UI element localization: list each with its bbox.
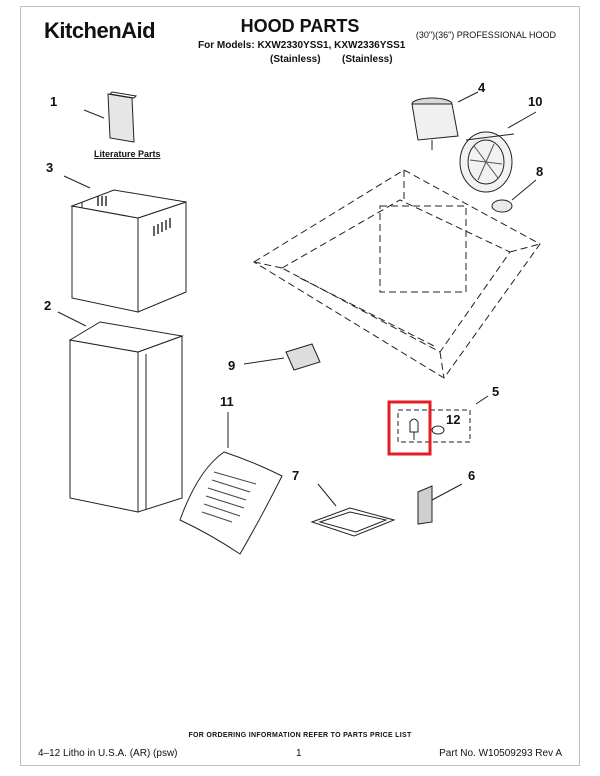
callout-7: 7 xyxy=(292,468,299,483)
mounting-bracket[interactable] xyxy=(417,483,463,525)
ordering-note: FOR ORDERING INFORMATION REFER TO PARTS … xyxy=(188,732,412,739)
page-title: HOOD PARTS xyxy=(240,16,360,36)
callout-1: 1 xyxy=(50,94,57,109)
grease-filter[interactable] xyxy=(310,483,396,537)
duct-transition[interactable] xyxy=(411,91,479,150)
callout-4: 4 xyxy=(478,80,486,95)
light-bulb[interactable] xyxy=(491,179,537,213)
literature-parts-booklet[interactable] xyxy=(83,91,138,143)
part-number: Part No. W10509293 Rev A xyxy=(439,748,562,759)
hood-type: (30")(36") PROFESSIONAL HOOD xyxy=(415,30,556,40)
callout-9: 9 xyxy=(228,358,235,373)
brand-logo: KitchenAid xyxy=(44,18,156,43)
callout-11: 11 xyxy=(220,394,234,409)
callout-12: 12 xyxy=(446,412,460,427)
callout-5: 5 xyxy=(492,384,499,399)
litho-info: 4–12 Litho in U.S.A. (AR) (psw) xyxy=(38,748,178,759)
callout-2: 2 xyxy=(44,298,51,313)
blower-assembly[interactable] xyxy=(459,111,537,193)
highlight-box xyxy=(387,400,432,456)
light-assembly-group[interactable] xyxy=(397,395,489,443)
lower-duct-cover[interactable] xyxy=(57,311,184,513)
upper-duct-cover[interactable] xyxy=(63,175,187,313)
literature-parts-label: Literature Parts xyxy=(94,149,161,159)
callout-8: 8 xyxy=(536,164,543,179)
callout-3: 3 xyxy=(46,160,53,175)
installation-sheet[interactable] xyxy=(179,412,283,555)
model-numbers: For Models: KXW2330YSS1, KXW2336YSS1 xyxy=(198,40,406,51)
callout-10: 10 xyxy=(528,94,542,109)
page-frame xyxy=(20,6,580,766)
hood-canopy xyxy=(253,169,541,379)
page-number: 1 xyxy=(296,748,302,759)
callout-6: 6 xyxy=(468,468,475,483)
model-variant-1: (Stainless) xyxy=(270,54,321,65)
model-variant-2: (Stainless) xyxy=(342,54,393,65)
socket-bulb[interactable] xyxy=(409,418,419,440)
control-switch[interactable] xyxy=(243,343,321,371)
